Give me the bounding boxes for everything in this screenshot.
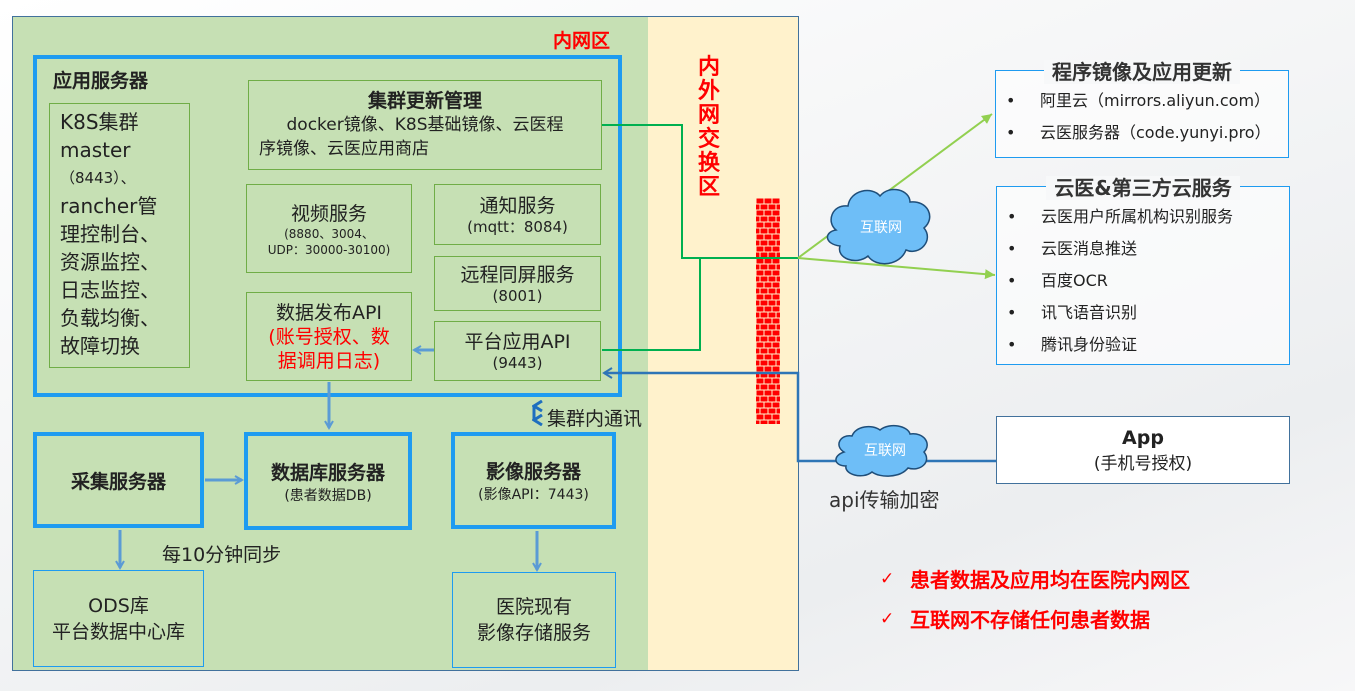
- platform-api-port: (9443): [492, 354, 543, 372]
- exchange-zone-label: 内外网交换区: [697, 55, 720, 200]
- inner-zone-label: 内网区: [553, 30, 611, 52]
- notify-service-port: (mqtt：8084): [467, 217, 568, 236]
- arrow-to-cloud-panel: [797, 257, 996, 280]
- image-server-box: 影像服务器 (影像API：7443): [451, 432, 616, 529]
- k8s-line: 理控制台、: [60, 222, 160, 246]
- video-service-box: 视频服务 (8880、3004、 UDP：30000-30100): [246, 184, 412, 273]
- intra-cluster-note: 集群内通讯: [547, 408, 643, 430]
- internet-cloud-icon: [826, 188, 931, 265]
- collect-server-box: 采集服务器: [33, 432, 204, 528]
- mobile-app-box: App (手机号授权): [996, 416, 1290, 484]
- list-item: •百度OCR: [1007, 271, 1108, 290]
- remote-service-port: (8001): [492, 286, 543, 305]
- video-service-ports: (8880、3004、: [284, 227, 374, 241]
- cluster-update-line: 序镜像、云医应用商店: [259, 139, 429, 159]
- cloud-services-panel: 云医&第三方云服务 •云医用户所属机构识别服务 •云医消息推送 •百度OCR •…: [996, 176, 1290, 365]
- app-server-title: 应用服务器: [53, 70, 149, 92]
- video-service-ports: UDP：30000-30100): [267, 243, 391, 257]
- list-item: •云医用户所属机构识别服务: [1007, 207, 1234, 226]
- collect-server-title: 采集服务器: [70, 470, 166, 493]
- list-item: •阿里云（mirrors.aliyun.com）: [1006, 91, 1271, 110]
- list-item: •云医消息推送: [1007, 239, 1138, 258]
- k8s-line: rancher管: [60, 194, 158, 218]
- k8s-line: 故障切换: [60, 334, 140, 358]
- database-server-sub: (患者数据DB): [284, 487, 372, 504]
- panel-title: 程序镜像及应用更新: [1044, 60, 1240, 84]
- notify-service-box: 通知服务 (mqtt：8084): [434, 184, 601, 245]
- app-connection-line: [602, 367, 997, 463]
- video-service-title: 视频服务: [290, 203, 367, 225]
- remote-screen-service-box: 远程同屏服务 (8001): [434, 256, 601, 311]
- image-storage-box: 医院现有 影像存储服务: [452, 572, 616, 668]
- firewall-icon: [756, 198, 780, 424]
- k8s-line: 负载均衡、: [60, 306, 160, 330]
- image-server-title: 影像服务器: [485, 461, 581, 483]
- app-sub: (手机号授权): [1093, 453, 1193, 474]
- list-item: •云医服务器（code.yunyi.pro）: [1006, 123, 1271, 142]
- notify-service-title: 通知服务: [479, 194, 556, 217]
- data-publish-note: 据调用日志): [277, 349, 381, 372]
- internet-label: 互联网: [864, 443, 906, 459]
- app-title: App: [1122, 426, 1164, 449]
- check-item: ✓ 患者数据及应用均在医院内网区: [880, 568, 1190, 592]
- database-server-title: 数据库服务器: [270, 461, 385, 484]
- k8s-line: K8S集群: [60, 110, 139, 134]
- list-item: •腾讯身份验证: [1007, 335, 1138, 354]
- k8s-cluster-box: K8S集群 master （8443）、 rancher管 理控制台、 资源监控…: [49, 103, 190, 368]
- internet-cloud-icon: [835, 424, 928, 477]
- platform-api-outbound-line: [602, 258, 701, 351]
- cluster-update-line: docker镜像、K8S基础镜像、云医程: [286, 115, 564, 135]
- internet-label: 互联网: [860, 220, 902, 236]
- k8s-line: master: [60, 138, 131, 162]
- check-item: ✓ 互联网不存储任何患者数据: [880, 608, 1150, 632]
- k8s-line: （8443）、: [60, 169, 136, 187]
- checkmark-icon: ✓: [880, 608, 895, 629]
- database-server-box: 数据库服务器 (患者数据DB): [244, 432, 412, 530]
- cluster-update-box: 集群更新管理 docker镜像、K8S基础镜像、云医程 序镜像、云医应用商店: [248, 80, 602, 170]
- pacs-line: 影像存储服务: [476, 622, 591, 644]
- platform-api-box: 平台应用API (9443): [434, 321, 601, 381]
- k8s-line: 日志监控、: [60, 278, 160, 302]
- remote-service-title: 远程同屏服务: [460, 263, 575, 286]
- image-update-panel: 程序镜像及应用更新 •阿里云（mirrors.aliyun.com） •云医服务…: [995, 60, 1289, 158]
- checkmark-icon: ✓: [880, 568, 895, 589]
- panel-title: 云医&第三方云服务: [1046, 176, 1240, 200]
- ods-line: 平台数据中心库: [51, 620, 185, 643]
- api-encryption-note: api传输加密: [829, 488, 940, 512]
- cluster-update-outbound-line: [602, 124, 798, 259]
- ods-database-box: ODS库 平台数据中心库: [33, 570, 204, 667]
- data-publish-title: 数据发布API: [275, 301, 383, 324]
- sync-note: 每10分钟同步: [162, 544, 282, 566]
- pacs-line: 医院现有: [495, 596, 572, 618]
- image-server-sub: (影像API：7443): [478, 487, 589, 503]
- cluster-update-title: 集群更新管理: [367, 90, 482, 112]
- platform-api-title: 平台应用API: [464, 331, 571, 353]
- data-publish-note: (账号授权、数: [268, 325, 390, 348]
- list-item: •讯飞语音识别: [1007, 303, 1138, 322]
- ods-line: ODS库: [88, 594, 149, 617]
- data-publish-api-box: 数据发布API (账号授权、数 据调用日志): [246, 292, 412, 381]
- k8s-line: 资源监控、: [60, 250, 160, 274]
